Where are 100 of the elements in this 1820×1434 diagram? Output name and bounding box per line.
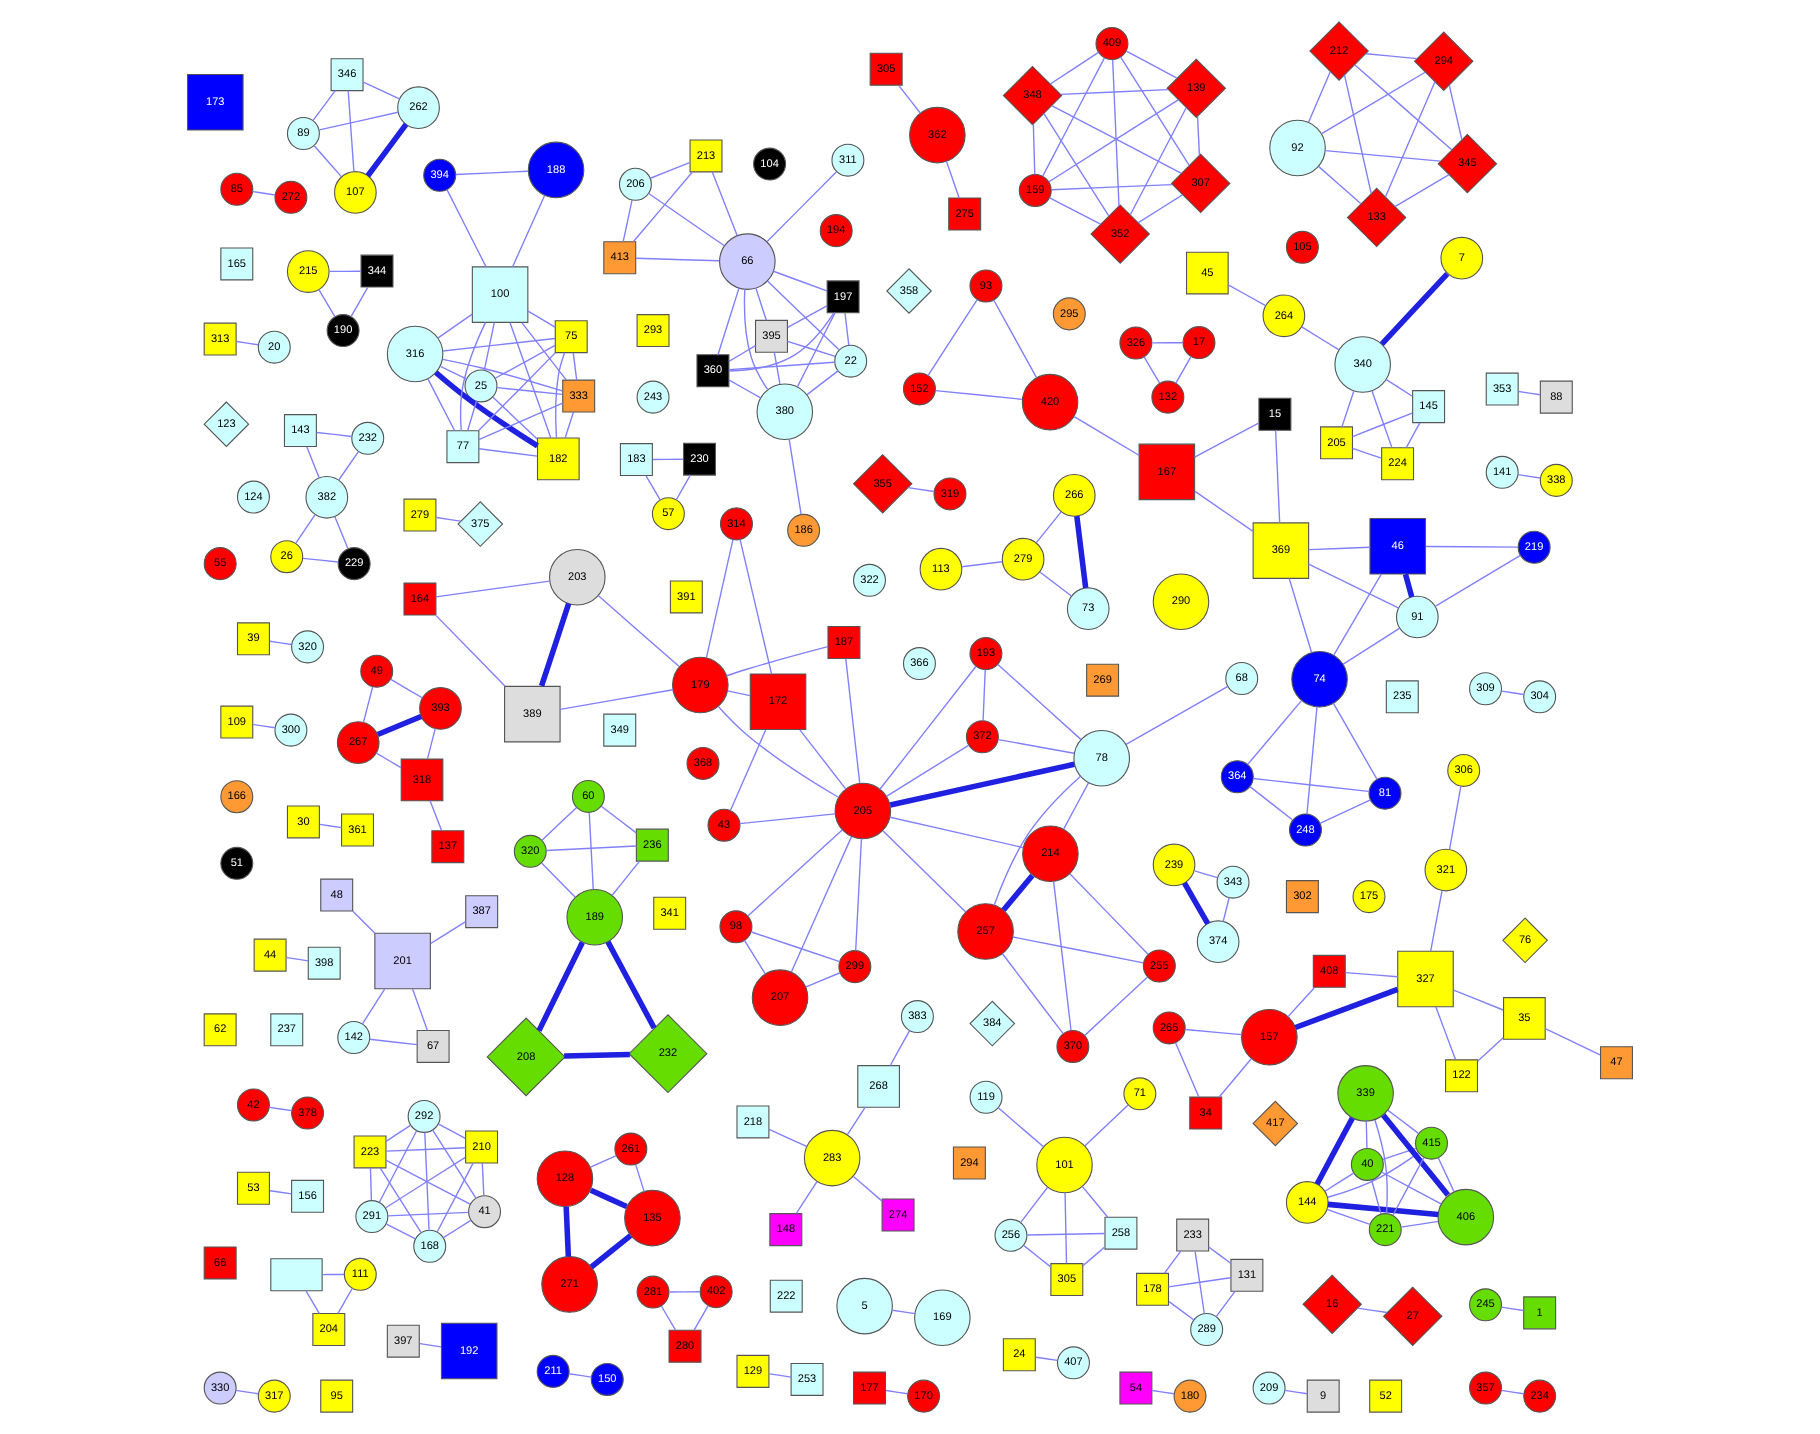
connector <box>750 931 841 963</box>
connector <box>772 270 828 292</box>
connector <box>1249 785 1293 821</box>
connector <box>1435 1006 1457 1061</box>
connector <box>717 705 840 798</box>
connector <box>1081 1185 1109 1218</box>
connector <box>509 322 552 439</box>
connector <box>1333 573 1382 656</box>
connector <box>1082 1246 1106 1267</box>
connector <box>1332 702 1378 780</box>
connector <box>1365 1120 1368 1149</box>
connector <box>747 829 843 917</box>
connector <box>1163 1250 1182 1274</box>
connector <box>1381 1113 1451 1197</box>
connector <box>564 411 575 439</box>
connector <box>385 1147 467 1152</box>
connector <box>1069 873 1149 956</box>
connector <box>1452 989 1504 1011</box>
connector <box>993 299 1038 379</box>
connector <box>442 337 556 352</box>
connector <box>365 122 409 178</box>
connector <box>635 1163 645 1193</box>
connector <box>536 941 585 1032</box>
connector <box>563 1206 572 1257</box>
connector <box>1274 429 1281 524</box>
connector <box>739 539 773 675</box>
connector <box>378 1130 418 1203</box>
connector <box>1379 271 1450 346</box>
connector <box>1308 546 1371 551</box>
connector <box>1387 1109 1419 1134</box>
connector <box>1194 490 1254 533</box>
connector <box>589 1154 617 1168</box>
connector <box>768 1128 808 1148</box>
connector <box>1084 976 1148 1037</box>
connector <box>427 378 456 431</box>
connector <box>605 940 657 1030</box>
connector <box>1043 113 1110 217</box>
connector <box>961 561 1003 568</box>
connector <box>478 402 564 441</box>
connector <box>411 988 429 1032</box>
connector <box>632 171 693 243</box>
connector <box>855 838 863 952</box>
connector <box>1184 1028 1243 1036</box>
connector <box>934 389 1023 400</box>
connector <box>729 729 767 812</box>
connector <box>885 744 970 798</box>
connector <box>455 170 529 176</box>
connector <box>1125 685 1229 746</box>
connector <box>1382 1147 1417 1160</box>
connector <box>898 85 921 114</box>
connector <box>1052 880 1072 1031</box>
connector <box>1001 953 1064 1035</box>
connector <box>1084 1104 1129 1147</box>
connector <box>743 288 769 391</box>
connector <box>564 1051 630 1059</box>
connector <box>369 1038 418 1046</box>
connector <box>645 475 661 501</box>
connector <box>369 1167 373 1201</box>
connector <box>541 806 578 841</box>
connector <box>1341 390 1355 428</box>
connector <box>1301 326 1340 351</box>
connector <box>705 539 734 659</box>
connector <box>1344 971 1399 978</box>
connector <box>1288 577 1313 654</box>
connector <box>728 312 835 372</box>
connector <box>318 111 399 131</box>
connector <box>1125 50 1178 79</box>
connector <box>889 761 1075 808</box>
connector <box>766 171 837 243</box>
connector <box>1049 51 1100 85</box>
connector <box>1324 1172 1355 1192</box>
connector <box>1448 785 1462 850</box>
connector <box>362 686 374 723</box>
connector <box>318 288 336 318</box>
connector <box>319 823 343 829</box>
connector <box>321 1273 345 1276</box>
connector <box>1371 390 1393 449</box>
connector <box>555 351 566 439</box>
connector <box>1035 511 1062 544</box>
connector <box>387 1211 470 1217</box>
connector <box>717 287 740 356</box>
connector <box>1026 1232 1106 1236</box>
connector <box>1343 74 1372 195</box>
connector <box>1448 84 1463 141</box>
connector <box>1434 554 1522 607</box>
connector <box>295 514 316 544</box>
connector <box>436 1162 474 1233</box>
connector <box>796 312 836 388</box>
connector <box>1430 889 1443 952</box>
connector <box>1314 1116 1355 1186</box>
connector <box>993 775 1082 906</box>
connector <box>467 400 478 431</box>
connector <box>588 812 594 890</box>
connector <box>945 160 960 199</box>
connector <box>739 813 836 825</box>
connector <box>788 438 802 515</box>
connector <box>1247 700 1302 766</box>
connector <box>889 1029 911 1067</box>
connector <box>434 370 539 449</box>
connector <box>1129 107 1187 216</box>
